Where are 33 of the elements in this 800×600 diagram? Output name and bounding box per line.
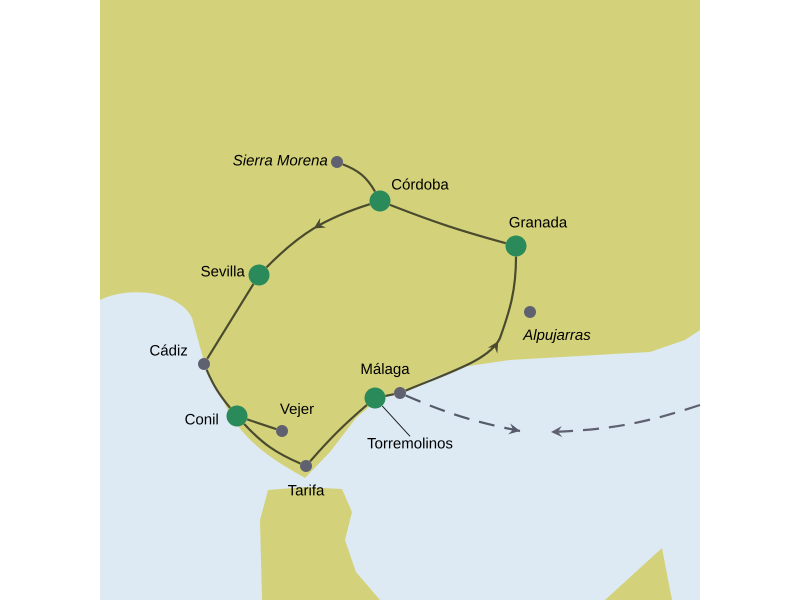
route-line bbox=[206, 284, 254, 360]
city-dot bbox=[506, 236, 526, 256]
place-name: Tarifa bbox=[288, 484, 324, 496]
place-name: Alpujarras bbox=[522, 329, 590, 343]
leader-line bbox=[382, 405, 410, 437]
route-line bbox=[266, 203, 370, 268]
city-dot bbox=[276, 425, 288, 437]
place-name: Torremolinos bbox=[367, 438, 452, 448]
city-dot bbox=[226, 406, 248, 426]
city-dot bbox=[300, 460, 312, 472]
city-dot bbox=[370, 190, 390, 212]
route-line bbox=[243, 423, 301, 464]
place-name: Sevilla bbox=[201, 266, 245, 276]
route-line bbox=[385, 393, 394, 397]
place-name: Conil bbox=[185, 414, 218, 424]
route-line bbox=[390, 204, 506, 244]
place-name: Málaga bbox=[362, 362, 410, 378]
city-dot bbox=[524, 306, 536, 318]
place-name: Vejer bbox=[280, 403, 314, 417]
route-line bbox=[246, 418, 276, 430]
city-dot bbox=[331, 156, 343, 168]
route-line bbox=[206, 369, 231, 409]
route-line bbox=[309, 404, 368, 462]
city-dot bbox=[248, 264, 270, 286]
place-name: Sierra Morena bbox=[233, 154, 328, 166]
place-name: Cádiz bbox=[150, 344, 188, 356]
city-dot bbox=[198, 358, 210, 370]
route-line bbox=[342, 163, 376, 192]
place-name: Granada bbox=[510, 216, 568, 228]
place-name: Córdoba bbox=[392, 178, 449, 190]
city-dot bbox=[394, 387, 406, 399]
route-line bbox=[405, 256, 518, 392]
city-dot bbox=[364, 388, 386, 408]
